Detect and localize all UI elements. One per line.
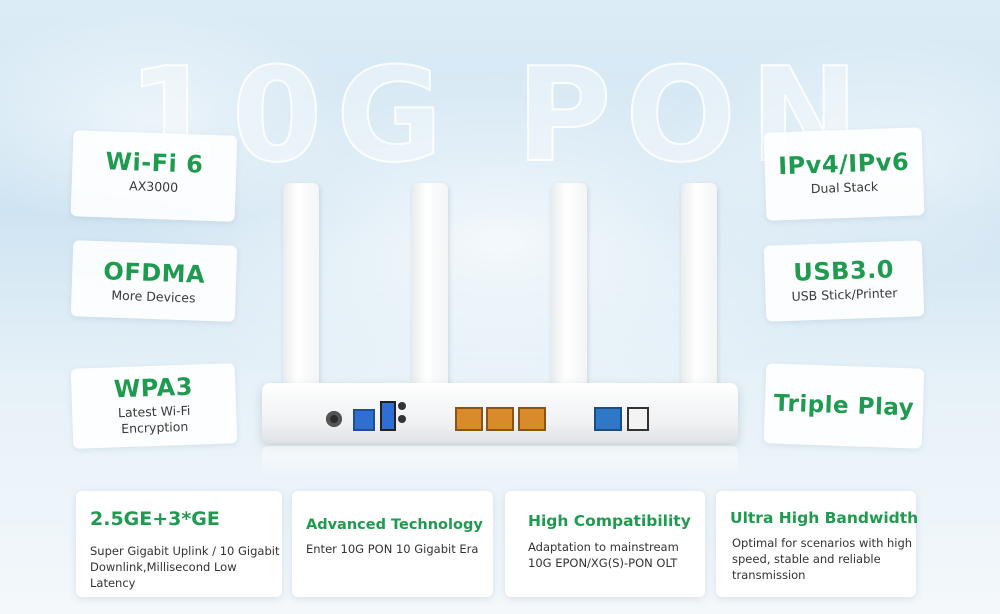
usb-port-icon [380, 401, 396, 431]
feature-wifi6: Wi-Fi 6 AX3000 [70, 130, 238, 222]
feature-wpa3: WPA3 Latest Wi-Fi Encryption [70, 363, 238, 449]
feature-usb3: USB3.0 USB Stick/Printer [763, 240, 925, 322]
card-description-line: Optimal for scenarios with high [732, 536, 913, 550]
button-icon [398, 402, 406, 410]
feature-title: Triple Play [773, 390, 915, 422]
button-icon [398, 415, 406, 423]
card-description-line: speed, stable and reliable [732, 552, 881, 566]
feature-triple-play: Triple Play [763, 363, 925, 449]
card-description: Super Gigabit Uplink / 10 Gigabit Downli… [90, 543, 282, 591]
feature-subtitle: Dual Stack [810, 178, 879, 197]
card-description-line: Adaptation to mainstream [528, 540, 679, 554]
card-description: Adaptation to mainstream 10G EPON/XG(S)-… [528, 539, 679, 571]
feature-title: USB3.0 [792, 255, 895, 287]
lan-port-icon [486, 407, 514, 431]
reset-button-icon [353, 409, 375, 431]
card-title: 2.5GE+3*GE [90, 508, 220, 530]
feature-title: OFDMA [102, 257, 206, 289]
feature-title: Wi-Fi 6 [105, 147, 204, 179]
card-high-compatibility: High Compatibility Adaptation to mainstr… [505, 491, 705, 597]
card-ultra-high-bandwidth: Ultra High Bandwidth Optimal for scenari… [716, 491, 919, 597]
card-advanced-technology: Advanced Technology Enter 10G PON 10 Gig… [292, 491, 493, 597]
feature-title: WPA3 [113, 372, 194, 404]
card-title: Advanced Technology [306, 517, 483, 533]
card-description: Enter 10G PON 10 Gigabit Era [306, 541, 478, 557]
wan-port-icon [594, 407, 622, 431]
card-title: Ultra High Bandwidth [730, 509, 919, 527]
card-title: High Compatibility [528, 512, 691, 530]
feature-ipv4-ipv6: IPv4/IPv6 Dual Stack [763, 127, 925, 221]
router-reflection [262, 446, 738, 480]
card-description-line: Enter 10G PON 10 Gigabit Era [306, 542, 479, 556]
watermark-text: 10G PON [126, 39, 873, 191]
feature-subtitle: AX3000 [128, 178, 179, 195]
card-description-line: Super Gigabit Uplink / 10 Gigabit [90, 544, 280, 558]
card-description-line: transmission [732, 568, 806, 582]
power-port-icon [326, 411, 342, 427]
card-ports: 2.5GE+3*GE Super Gigabit Uplink / 10 Gig… [76, 491, 282, 597]
router-body [262, 383, 738, 443]
card-description: Optimal for scenarios with high speed, s… [732, 535, 912, 583]
lan-port-icon [518, 407, 546, 431]
card-description-line: Downlink,Millisecond Low Latency [90, 560, 237, 590]
card-description-line: 10G EPON/XG(S)-PON OLT [528, 556, 678, 570]
phone-port-icon [627, 407, 649, 431]
feature-subtitle: More Devices [111, 287, 196, 306]
feature-title: IPv4/IPv6 [777, 147, 910, 181]
lan-port-icon [455, 407, 483, 431]
feature-subtitle: USB Stick/Printer [791, 285, 898, 304]
feature-ofdma: OFDMA More Devices [70, 240, 238, 322]
